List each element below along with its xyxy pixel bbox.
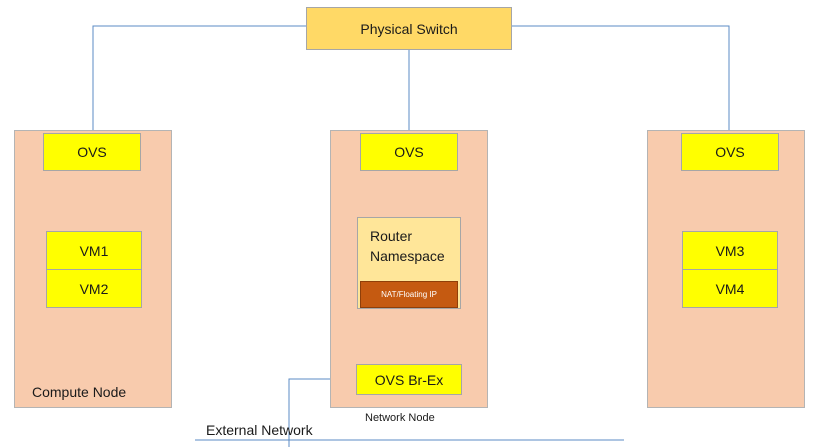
vm2-label: VM2 <box>79 280 109 297</box>
link-switch-to-right-ovs <box>512 25 730 133</box>
physical-switch-label: Physical Switch <box>360 20 458 37</box>
physical-switch: Physical Switch <box>306 7 512 50</box>
ovs-left: OVS <box>43 133 141 171</box>
ovs-left-label: OVS <box>77 144 107 160</box>
ovs-right: OVS <box>681 133 779 171</box>
vm4-label: VM4 <box>715 280 745 297</box>
ovs-br-ex: OVS Br-Ex <box>356 364 462 395</box>
network-node-label: Network Node <box>365 412 435 424</box>
vm3-label: VM3 <box>715 242 745 259</box>
router-label-line1: Router <box>370 228 413 244</box>
external-network-label: External Network <box>206 422 313 438</box>
ovs-right-label: OVS <box>715 144 745 160</box>
ovs-br-ex-label: OVS Br-Ex <box>374 371 444 388</box>
nat-floating-ip-label: NAT/Floating IP <box>381 290 437 299</box>
ovs-center: OVS <box>360 133 458 171</box>
vm1: VM1 <box>46 231 142 270</box>
compute-node-label: Compute Node <box>32 384 127 400</box>
router-label-line2: Namespace <box>370 248 445 264</box>
compute-node-left <box>14 130 172 408</box>
vm2: VM2 <box>46 269 142 308</box>
vm3: VM3 <box>682 231 778 270</box>
nat-floating-ip: NAT/Floating IP <box>360 281 458 308</box>
ovs-center-label: OVS <box>394 144 424 160</box>
link-switch-to-left-ovs <box>92 25 306 133</box>
vm1-label: VM1 <box>79 242 109 259</box>
router-namespace-label: Router Namespace <box>370 226 445 266</box>
vm4: VM4 <box>682 269 778 308</box>
